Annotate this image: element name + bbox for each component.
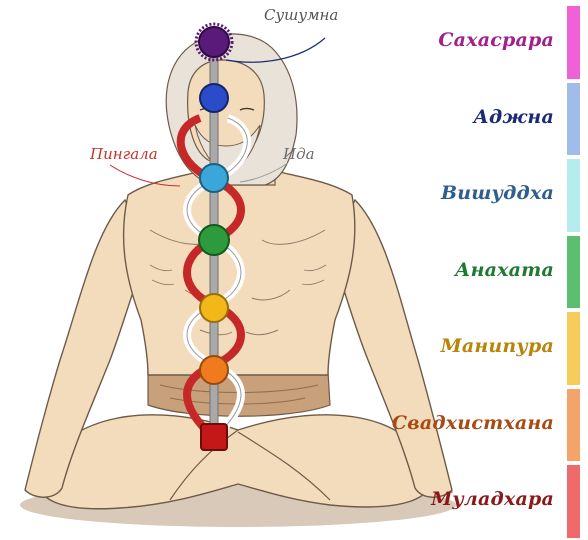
sahasrara-chakra — [198, 26, 230, 58]
chakra-name-label: Аджна — [473, 105, 554, 128]
ida-label: Ида — [283, 145, 315, 163]
chakra-color-bar — [567, 159, 580, 232]
vishuddha-chakra — [199, 163, 229, 193]
chakra-color-bar — [567, 82, 580, 155]
sushumna-label: Сушумна — [264, 6, 339, 24]
sushumna-pointer — [225, 37, 326, 63]
ida-pointer — [239, 162, 289, 183]
sahasrara-chakra-petals — [194, 22, 234, 62]
chakra-name-label: Муладхара — [431, 488, 554, 511]
chakra-name-label: Свадхистхана — [391, 411, 554, 434]
manipura-chakra — [199, 293, 229, 323]
chakra-color-bar — [567, 465, 580, 538]
chakra-name-label: Вишуддха — [440, 182, 554, 205]
muladhara-chakra — [200, 423, 228, 451]
pingala-label: Пингала — [90, 145, 158, 163]
chakra-color-bar — [567, 6, 580, 79]
chakra-color-bar — [567, 388, 580, 461]
pingala-pointer — [109, 164, 181, 187]
chakra-name-label: Манипура — [440, 335, 554, 358]
chakra-color-bar — [567, 312, 580, 385]
leg-fold-2 — [237, 431, 331, 501]
ajna-chakra — [199, 83, 229, 113]
leg-fold — [169, 429, 239, 501]
right-arm — [329, 198, 453, 498]
crossed-legs — [37, 414, 433, 510]
chakra-name-label: Сахасрара — [438, 29, 554, 52]
chakra-color-bar — [567, 235, 580, 308]
chakra-name-label: Анахата — [454, 258, 554, 281]
left-arm — [24, 198, 151, 498]
rib-lines — [149, 264, 327, 286]
anahata-chakra — [198, 224, 230, 256]
svadhisthana-chakra — [199, 355, 229, 385]
